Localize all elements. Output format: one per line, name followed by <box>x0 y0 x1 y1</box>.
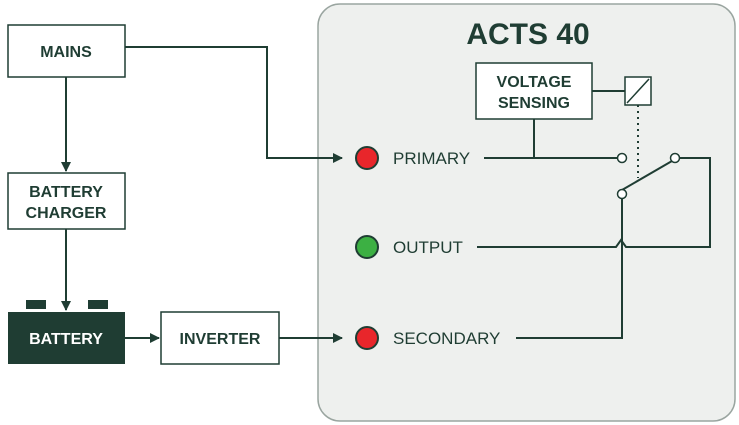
acts-panel <box>317 3 736 422</box>
mains-label: MAINS <box>40 44 92 61</box>
voltage-sensing-block: VOLTAGE SENSING <box>475 62 593 120</box>
secondary-wire <box>516 197 623 339</box>
mains-block: MAINS <box>7 24 126 78</box>
output-label: OUTPUT <box>393 238 463 257</box>
secondary-label: SECONDARY <box>393 329 500 348</box>
charger-label-line1: BATTERY <box>29 184 103 201</box>
battery-terminal-left <box>26 300 46 309</box>
battery-charger-block: BATTERY CHARGER <box>7 172 126 230</box>
device-title: ACTS 40 <box>466 18 589 51</box>
battery-label: BATTERY <box>29 331 103 348</box>
sensing-label-line1: VOLTAGE <box>497 74 572 91</box>
battery-terminal-right <box>88 300 108 309</box>
transfer-switch-icon <box>616 152 681 200</box>
primary-label: PRIMARY <box>393 149 470 168</box>
inverter-block: INVERTER <box>160 311 280 365</box>
mains-to-primary-arrow <box>125 46 343 163</box>
sensing-label-line2: SENSING <box>498 95 570 112</box>
battery-block: BATTERY <box>8 300 125 364</box>
output-status-led <box>355 235 379 259</box>
secondary-status-led <box>355 326 379 350</box>
relay-coil-icon <box>624 76 652 106</box>
output-wire <box>477 157 711 248</box>
charger-label-line2: CHARGER <box>26 205 107 222</box>
primary-status-led <box>355 146 379 170</box>
inverter-label: INVERTER <box>180 331 261 348</box>
